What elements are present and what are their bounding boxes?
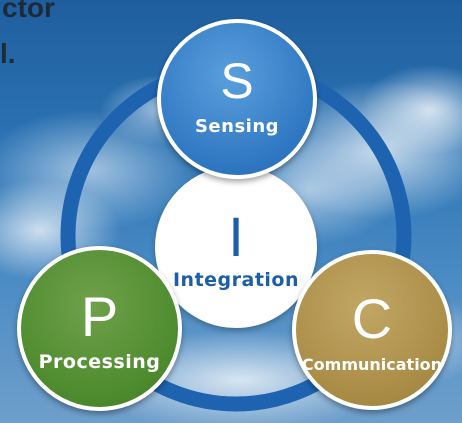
sensing-node: S Sensing — [157, 19, 317, 179]
communication-letter: C — [351, 287, 393, 350]
processing-letter: P — [80, 285, 119, 348]
integration-node: I Integration — [155, 166, 317, 328]
communication-node: C Communication — [292, 250, 452, 410]
processing-label: Processing — [38, 351, 161, 373]
cropped-background-text-line-1: ctor — [2, 0, 55, 23]
cropped-background-text-line-2: l. — [0, 38, 16, 69]
communication-label: Communication — [301, 355, 443, 374]
integration-letter: I — [228, 204, 244, 268]
integration-label: Integration — [172, 268, 300, 291]
processing-node: P Processing — [17, 246, 182, 411]
sensing-letter: S — [220, 53, 254, 109]
sensing-label: Sensing — [194, 116, 280, 137]
